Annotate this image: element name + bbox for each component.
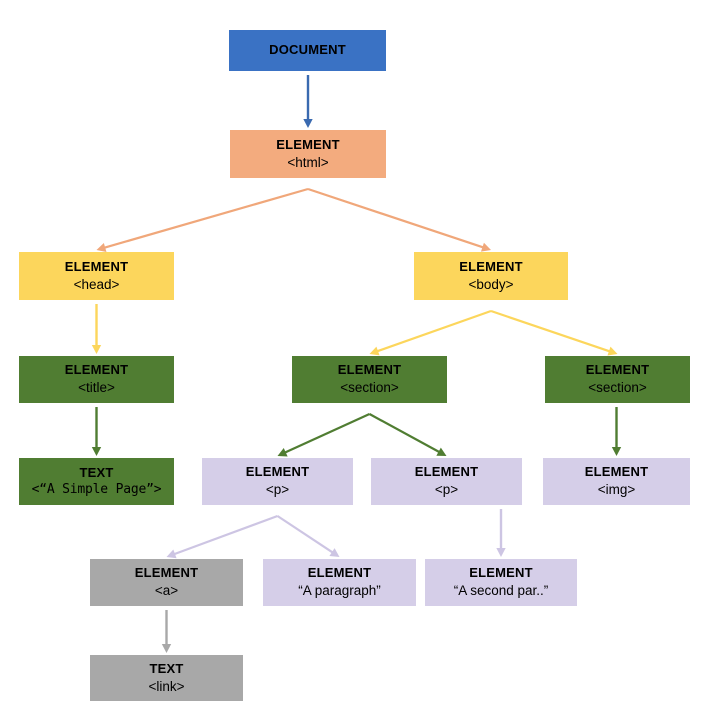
node-tag-label: “A second par..”: [453, 583, 549, 599]
node-tag-label: “A paragraph”: [298, 583, 381, 599]
arrow-body-to-section2: [490, 309, 618, 356]
node-kind-label: TEXT: [79, 464, 114, 480]
node-p2: ELEMENT <p>: [371, 458, 522, 505]
arrow-p2-to-para2: [496, 509, 506, 557]
arrow-section1-to-p1: [277, 412, 370, 457]
node-kind-label: ELEMENT: [585, 362, 650, 378]
node-tag-label: <a>: [154, 583, 179, 599]
node-body: ELEMENT <body>: [414, 252, 568, 300]
node-section1: ELEMENT <section>: [292, 356, 447, 403]
node-tag-label: <section>: [588, 380, 647, 396]
node-tag-label: <html>: [287, 154, 329, 170]
node-kind-label: ELEMENT: [134, 565, 199, 581]
node-kind-label: ELEMENT: [64, 258, 129, 274]
arrow-html-to-head: [96, 187, 309, 253]
node-head: ELEMENT <head>: [19, 252, 174, 300]
node-kind-label: ELEMENT: [469, 565, 533, 581]
node-img: ELEMENT <img>: [543, 458, 690, 505]
arrow-section2-to-img: [611, 407, 622, 456]
node-tag-label: <section>: [340, 380, 399, 396]
node-kind-label: DOCUMENT: [269, 42, 346, 58]
arrow-p1-to-para1: [276, 515, 340, 557]
arrow-title-to-text: [91, 407, 102, 456]
node-tag-label: <head>: [73, 276, 120, 292]
node-kind-label: ELEMENT: [459, 258, 523, 274]
node-html: ELEMENT <html>: [230, 130, 386, 178]
arrow-head-to-title: [91, 304, 102, 354]
node-kind-label: ELEMENT: [307, 565, 372, 581]
node-tag-label: <p>: [434, 482, 459, 498]
arrow-html-to-body: [307, 187, 491, 252]
node-tag-label: <body>: [468, 276, 514, 292]
node-p1: ELEMENT <p>: [202, 458, 353, 505]
node-tag-label: <title>: [78, 380, 115, 396]
node-para1: ELEMENT “A paragraph”: [263, 559, 416, 606]
node-kind-label: ELEMENT: [584, 464, 649, 480]
node-kind-label: ELEMENT: [276, 136, 340, 152]
node-kind-label: TEXT: [149, 660, 184, 676]
node-kind-label: ELEMENT: [64, 362, 129, 378]
node-anchor: ELEMENT <a>: [90, 559, 243, 606]
node-kind-label: ELEMENT: [337, 362, 402, 378]
node-section2: ELEMENT <section>: [545, 356, 690, 403]
node-tag-label: <p>: [265, 482, 290, 498]
node-kind-label: ELEMENT: [414, 464, 479, 480]
node-linktext: TEXT <link>: [90, 655, 243, 701]
arrow-document-to-html: [303, 75, 313, 128]
arrow-section1-to-p2: [368, 413, 447, 456]
node-tag-label: <“A Simple Page”>: [31, 481, 162, 497]
arrow-p1-to-anchor: [166, 514, 278, 559]
node-titletext: TEXT<“A Simple Page”>: [19, 458, 174, 505]
node-tag-label: <img>: [597, 482, 636, 498]
node-document: DOCUMENT: [229, 30, 386, 71]
node-para2: ELEMENT “A second par..”: [425, 559, 577, 606]
node-kind-label: ELEMENT: [245, 464, 310, 480]
node-tag-label: <link>: [148, 678, 185, 694]
arrow-anchor-to-linktext: [161, 610, 172, 653]
node-title: ELEMENT <title>: [19, 356, 174, 403]
arrow-body-to-section1: [369, 309, 492, 356]
